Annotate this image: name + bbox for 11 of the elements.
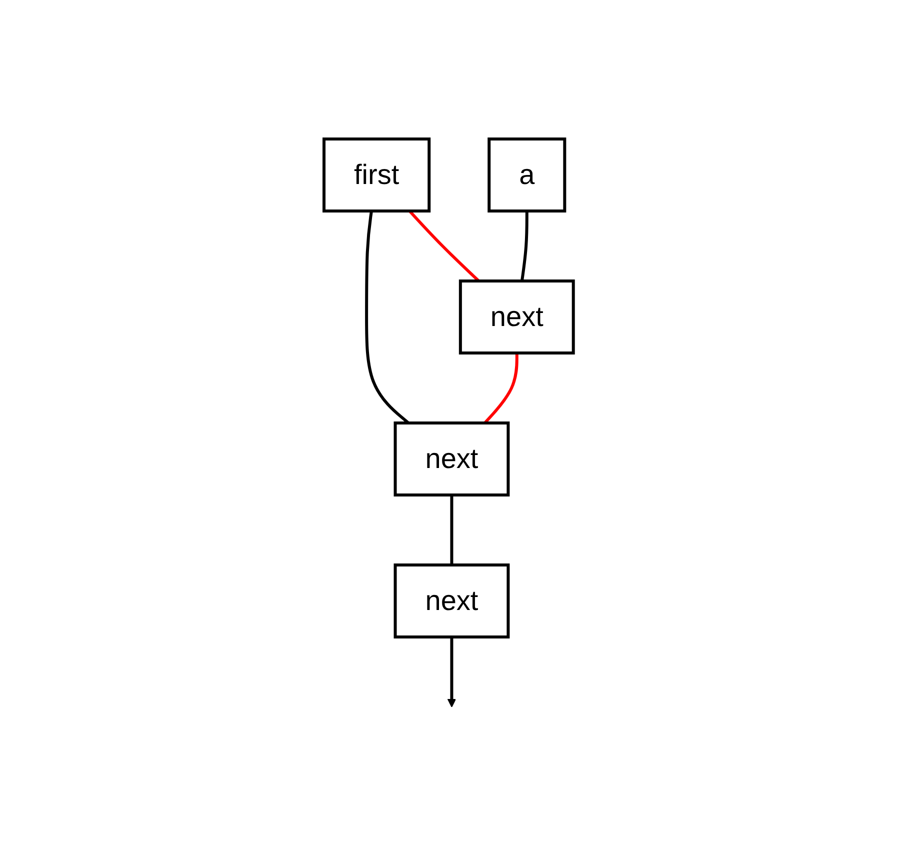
- connector: [408, 210, 480, 282]
- connector: [484, 353, 519, 424]
- node-box: next: [394, 422, 510, 496]
- node-box: a: [488, 138, 566, 212]
- connector: [365, 210, 410, 424]
- arrow: [448, 637, 456, 708]
- node-box: next: [459, 280, 576, 354]
- node-box: next: [394, 564, 510, 638]
- node-box: first: [322, 138, 431, 212]
- connector: [450, 495, 454, 565]
- connector: [520, 211, 529, 282]
